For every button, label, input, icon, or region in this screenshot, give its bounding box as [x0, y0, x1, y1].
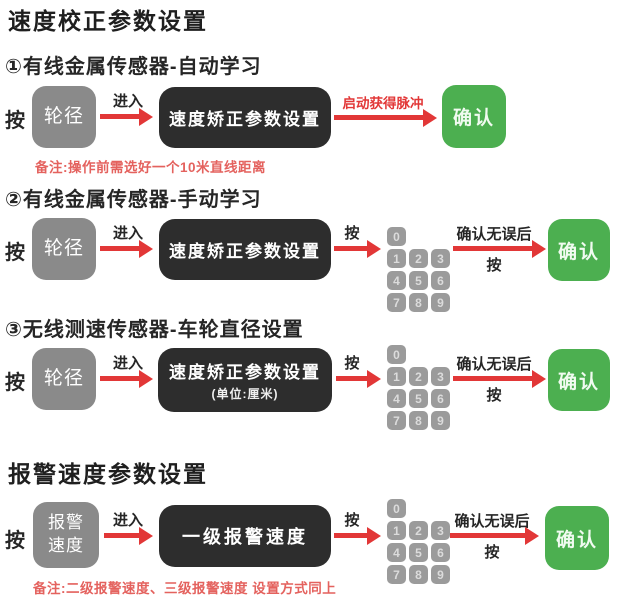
keypad-key-8[interactable]: 8	[409, 411, 428, 430]
alarm-speed-button-line1: 报警	[48, 513, 84, 533]
display-text: 速度矫正参数设置	[169, 363, 321, 382]
enter-arrow	[104, 533, 140, 538]
display-text: 一级报警速度	[182, 527, 308, 547]
press-label: 按	[5, 110, 25, 132]
keypad-key-2[interactable]: 2	[409, 367, 428, 386]
keypad-key-0[interactable]: 0	[387, 345, 406, 364]
press-keypad-arrow-label: 按	[344, 512, 360, 529]
numeric-keypad: 0 1 2 3 4 5 6 7 8 9	[387, 499, 450, 584]
keypad-key-7[interactable]: 7	[387, 293, 406, 312]
press-label: 按	[5, 530, 25, 552]
press-label: 按	[5, 372, 25, 394]
confirm-check-label-top: 确认无误后	[456, 226, 532, 243]
keypad-key-3[interactable]: 3	[431, 521, 450, 540]
section-4-note: 备注:二级报警速度、三级报警速度 设置方式同上	[33, 581, 337, 596]
keypad-key-2[interactable]: 2	[409, 521, 428, 540]
keypad-key-0[interactable]: 0	[387, 499, 406, 518]
keypad-key-3[interactable]: 3	[431, 249, 450, 268]
speed-correction-display: 速度矫正参数设置 (单位:厘米)	[158, 348, 332, 412]
keypad-key-4[interactable]: 4	[387, 389, 406, 408]
confirm-arrow	[453, 376, 533, 381]
confirm-button[interactable]: 确认	[548, 219, 610, 281]
press-label: 按	[5, 242, 25, 264]
keypad-key-1[interactable]: 1	[387, 367, 406, 386]
pulse-arrow-label: 启动获得脉冲	[342, 96, 424, 111]
confirm-arrow	[453, 246, 533, 251]
keypad-key-6[interactable]: 6	[431, 543, 450, 562]
section-2-heading: ②有线金属传感器-手动学习	[5, 189, 262, 211]
pulse-arrow	[334, 115, 424, 120]
display-text: 速度矫正参数设置	[169, 242, 321, 261]
keypad-key-7[interactable]: 7	[387, 411, 406, 430]
confirm-button[interactable]: 确认	[442, 85, 506, 148]
alarm-level1-display: 一级报警速度	[159, 505, 331, 567]
enter-arrow-label: 进入	[112, 355, 143, 372]
keypad-key-8[interactable]: 8	[409, 293, 428, 312]
alarm-speed-button[interactable]: 报警 速度	[33, 502, 99, 568]
confirm-check-label-bottom: 按	[486, 387, 502, 404]
keypad-key-5[interactable]: 5	[409, 271, 428, 290]
keypad-key-7[interactable]: 7	[387, 565, 406, 584]
section-1-note: 备注:操作前需选好一个10米直线距离	[35, 160, 267, 175]
display-unit-text: (单位:厘米)	[211, 387, 279, 401]
keypad-key-3[interactable]: 3	[431, 367, 450, 386]
confirm-button[interactable]: 确认	[548, 349, 610, 411]
press-keypad-arrow-label: 按	[344, 225, 360, 242]
keypad-key-1[interactable]: 1	[387, 521, 406, 540]
confirm-check-label-bottom: 按	[484, 544, 500, 561]
enter-arrow-label: 进入	[112, 225, 143, 242]
confirm-arrow	[450, 533, 526, 538]
press-keypad-arrow-label: 按	[344, 355, 360, 372]
section-1-heading: ①有线金属传感器-自动学习	[5, 56, 262, 78]
alarm-speed-button-line2: 速度	[48, 536, 84, 555]
confirm-button[interactable]: 确认	[545, 506, 609, 570]
press-keypad-arrow	[336, 376, 368, 381]
enter-arrow-label: 进入	[112, 93, 143, 110]
numeric-keypad: 0 1 2 3 4 5 6 7 8 9	[387, 227, 450, 312]
keypad-key-5[interactable]: 5	[409, 389, 428, 408]
keypad-key-6[interactable]: 6	[431, 271, 450, 290]
enter-arrow	[100, 246, 140, 251]
keypad-key-6[interactable]: 6	[431, 389, 450, 408]
numeric-keypad: 0 1 2 3 4 5 6 7 8 9	[387, 345, 450, 430]
enter-arrow	[100, 376, 140, 381]
press-keypad-arrow	[334, 246, 368, 251]
keypad-key-9[interactable]: 9	[431, 411, 450, 430]
wheel-diameter-button[interactable]: 轮径	[32, 218, 96, 280]
keypad-key-2[interactable]: 2	[409, 249, 428, 268]
keypad-key-4[interactable]: 4	[387, 271, 406, 290]
section-3-heading: ③无线测速传感器-车轮直径设置	[5, 319, 304, 341]
keypad-key-4[interactable]: 4	[387, 543, 406, 562]
keypad-key-1[interactable]: 1	[387, 249, 406, 268]
keypad-key-9[interactable]: 9	[431, 293, 450, 312]
wheel-diameter-button[interactable]: 轮径	[32, 348, 96, 410]
enter-arrow	[100, 114, 140, 119]
speed-correction-display: 速度矫正参数设置	[159, 219, 331, 280]
confirm-check-label-bottom: 按	[486, 257, 502, 274]
keypad-key-8[interactable]: 8	[409, 565, 428, 584]
keypad-key-5[interactable]: 5	[409, 543, 428, 562]
confirm-check-label-top: 确认无误后	[456, 356, 532, 373]
enter-arrow-label: 进入	[112, 512, 143, 529]
keypad-key-9[interactable]: 9	[431, 565, 450, 584]
confirm-check-label-top: 确认无误后	[454, 513, 530, 530]
keypad-key-0[interactable]: 0	[387, 227, 406, 246]
display-text: 速度矫正参数设置	[169, 110, 321, 129]
wheel-diameter-button[interactable]: 轮径	[32, 86, 96, 148]
page-title-alarm-speed: 报警速度参数设置	[8, 461, 208, 487]
page-title-speed-calibration: 速度校正参数设置	[8, 8, 208, 34]
press-keypad-arrow	[334, 533, 368, 538]
speed-correction-display: 速度矫正参数设置	[159, 87, 331, 148]
